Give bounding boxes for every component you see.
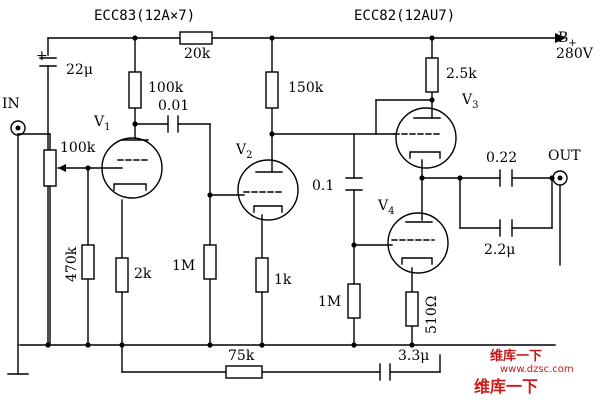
v3-label: V3 — [461, 92, 479, 111]
tube-v1 — [101, 137, 163, 199]
r-20k-label: 20k — [184, 46, 211, 62]
r-1k-label: 1k — [274, 272, 292, 288]
r-470k-label: 470k — [64, 246, 80, 282]
v2-label: V2 — [235, 142, 253, 161]
r-150k-label: 150k — [288, 80, 324, 96]
svg-text:+: + — [36, 48, 48, 64]
capacitor-22u: + — [36, 48, 57, 78]
b-plus-arrow-icon — [555, 33, 566, 43]
junction-dots — [45, 35, 555, 348]
watermark-bottom: 维库一下 — [474, 377, 538, 396]
c-022-label: 0.22 — [486, 150, 517, 166]
resistor-2-5k — [425, 57, 439, 93]
capacitor-3-3u — [379, 363, 391, 381]
r-1m-b-label: 1M — [318, 294, 341, 310]
potentiometer-100k — [43, 149, 57, 187]
input-jack-icon — [10, 120, 26, 136]
c-01-label: 0.1 — [312, 178, 334, 194]
capacitor-2-2u — [499, 219, 513, 237]
resistor-1k — [255, 257, 269, 293]
watermark-url: www.dzsc.com — [500, 364, 574, 375]
resistor-20k — [179, 31, 213, 45]
resistor-150k — [265, 71, 279, 109]
r-510-label: 510Ω — [424, 296, 440, 334]
resistor-1m-b — [347, 283, 361, 319]
r-2k-label: 2k — [134, 266, 152, 282]
r-100k-plate-label: 100k — [148, 80, 184, 96]
r-1m-a-label: 1M — [172, 258, 195, 274]
out-label: OUT — [548, 148, 581, 164]
watermark-top: 维库一下 — [490, 348, 542, 364]
labels: ECC83(12A×7) ECC82(12AU7) B+ 280V 22μ 20… — [2, 8, 594, 364]
tube1-type-label: ECC83(12A×7) — [94, 8, 195, 24]
resistor-1m-a — [203, 244, 217, 280]
r-75k-label: 75k — [228, 348, 255, 364]
tube-v4 — [387, 212, 449, 274]
capacitor-0-1 — [345, 177, 363, 191]
c-001-label: 0.01 — [158, 98, 189, 114]
resistor-2k — [115, 257, 129, 293]
resistors — [43, 31, 439, 379]
v1-label: V1 — [93, 114, 111, 133]
in-label: IN — [2, 96, 20, 112]
tube-v3 — [393, 107, 457, 169]
voltage-label: 280V — [556, 46, 594, 62]
wires — [7, 37, 561, 375]
capacitors: + — [36, 48, 513, 381]
r-2-5k-label: 2.5k — [446, 66, 477, 82]
resistor-75k — [225, 365, 263, 379]
v4-label: V4 — [377, 198, 395, 217]
c-3-3-label: 3.3μ — [398, 348, 429, 364]
resistor-470k — [81, 244, 95, 280]
tube2-type-label: ECC82(12AU7) — [354, 8, 455, 24]
resistor-510 — [405, 291, 419, 327]
pot-wiper-arrow-icon — [58, 164, 66, 172]
capacitor-0-01 — [167, 115, 179, 133]
watermark-logo: 维库一下 www.dzsc.com 维库一下 — [474, 348, 574, 396]
capacitor-0-22 — [499, 169, 513, 187]
cap-22-label: 22μ — [66, 62, 93, 78]
pot-100k-label: 100k — [60, 140, 96, 156]
c-2-2-label: 2.2μ — [484, 242, 515, 258]
tube-v2 — [237, 159, 299, 221]
resistor-100k-plate — [128, 71, 142, 109]
output-jack-icon — [552, 170, 568, 186]
b-plus-label: B+ — [558, 30, 577, 49]
